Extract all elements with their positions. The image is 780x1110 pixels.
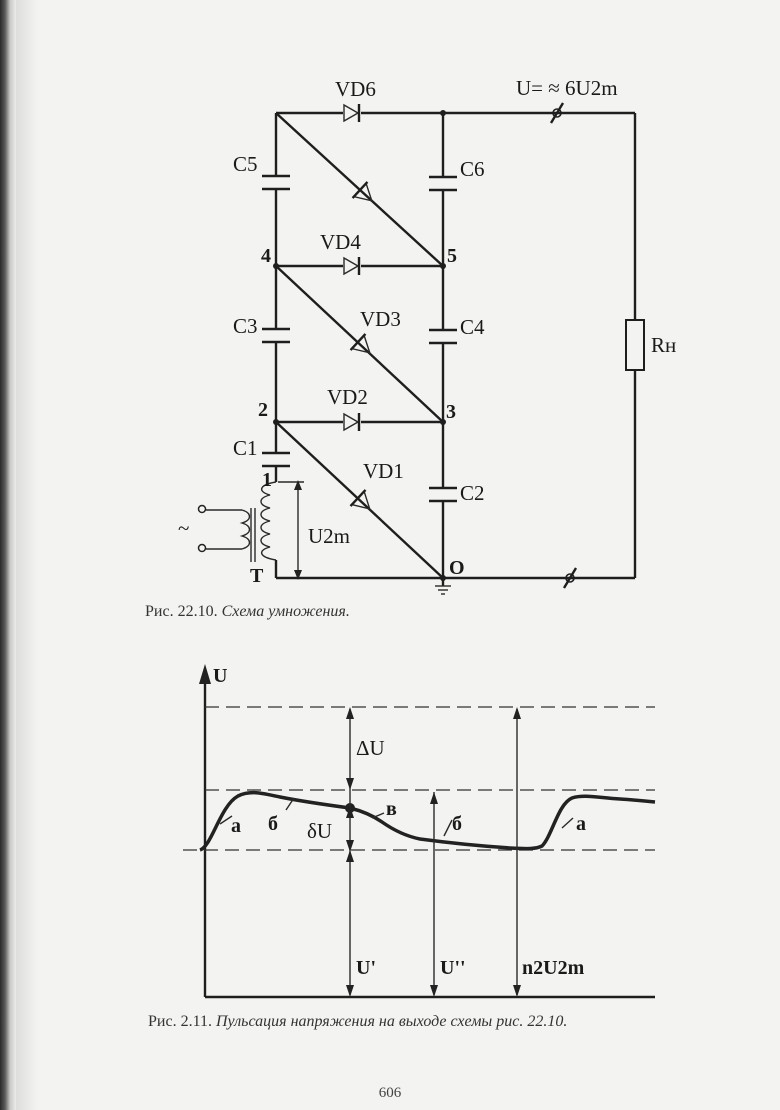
label-u-prime: U': [356, 957, 376, 979]
label-node-2: 2: [258, 399, 268, 421]
label-vd2: VD2: [327, 385, 368, 409]
axis-label-u: U: [213, 665, 227, 687]
label-output-voltage: U= ≈ 6U2m: [516, 76, 618, 100]
label-vd6: VD6: [335, 77, 376, 101]
capacitor-c3-icon: [262, 329, 290, 342]
label-c5: C5: [233, 152, 258, 176]
label-c6: C6: [460, 157, 485, 181]
label-delta-u: ΔU: [356, 736, 385, 760]
label-vd3: VD3: [360, 307, 401, 331]
label-u2m: U2m: [308, 524, 350, 548]
multiplier-circuit: VD6 VD4 VD3 VD2 VD1 C5 C6 C3 C4 C1 C2 4 …: [178, 76, 676, 594]
label-c3: C3: [233, 314, 258, 338]
capacitor-c5-icon: [262, 176, 290, 189]
label-n2u2m: n2U2m: [522, 957, 585, 979]
label-small-delta-u: δU: [307, 819, 332, 843]
label-curve-a-right: а: [576, 813, 586, 835]
transformer-icon: [199, 482, 277, 578]
label-u-double-prime: U'': [440, 957, 466, 979]
label-node-o: O: [449, 557, 465, 579]
ripple-graph: U ΔU δU U' U'' n2U2m а б в б а: [183, 664, 655, 997]
label-node-3: 3: [446, 401, 456, 423]
label-node-1: 1: [262, 469, 272, 491]
page-number: 606: [0, 1085, 780, 1102]
capacitor-c1-icon: [262, 453, 290, 466]
label-node-4: 4: [261, 245, 271, 267]
label-vd1: VD1: [363, 459, 404, 483]
capacitor-c6-icon: [429, 177, 457, 190]
ground-icon: [435, 578, 451, 594]
label-transformer-t: T: [250, 565, 264, 587]
label-curve-b-right: б: [452, 813, 462, 835]
load-resistor-icon: [626, 320, 644, 370]
break-mark-top-icon: [551, 103, 563, 123]
label-node-5: 5: [447, 245, 457, 267]
figure2-caption: Рис. 2.11. Пульсация напряжения на выход…: [148, 1013, 567, 1031]
diode-vd2-icon: [343, 413, 361, 431]
capacitor-c2-icon: [429, 488, 457, 501]
u2m-measure-arrow: [278, 480, 304, 580]
capacitor-c4-icon: [429, 330, 457, 343]
label-curve-a-left: а: [231, 815, 241, 837]
label-curve-b-left: б: [268, 813, 278, 835]
label-c2: C2: [460, 481, 485, 505]
ac-source-symbol: ~: [178, 516, 189, 540]
break-mark-bottom-icon: [564, 568, 576, 588]
label-c4: C4: [460, 315, 485, 339]
label-curve-v: в: [386, 798, 397, 820]
label-load-resistor: Rн: [651, 333, 676, 357]
diode-vd6-icon: [343, 104, 361, 122]
figure1-caption: Рис. 22.10. Схема умножения.: [145, 603, 350, 621]
diode-vd4-icon: [343, 257, 361, 275]
label-vd4: VD4: [320, 230, 361, 254]
label-c1: C1: [233, 436, 258, 460]
